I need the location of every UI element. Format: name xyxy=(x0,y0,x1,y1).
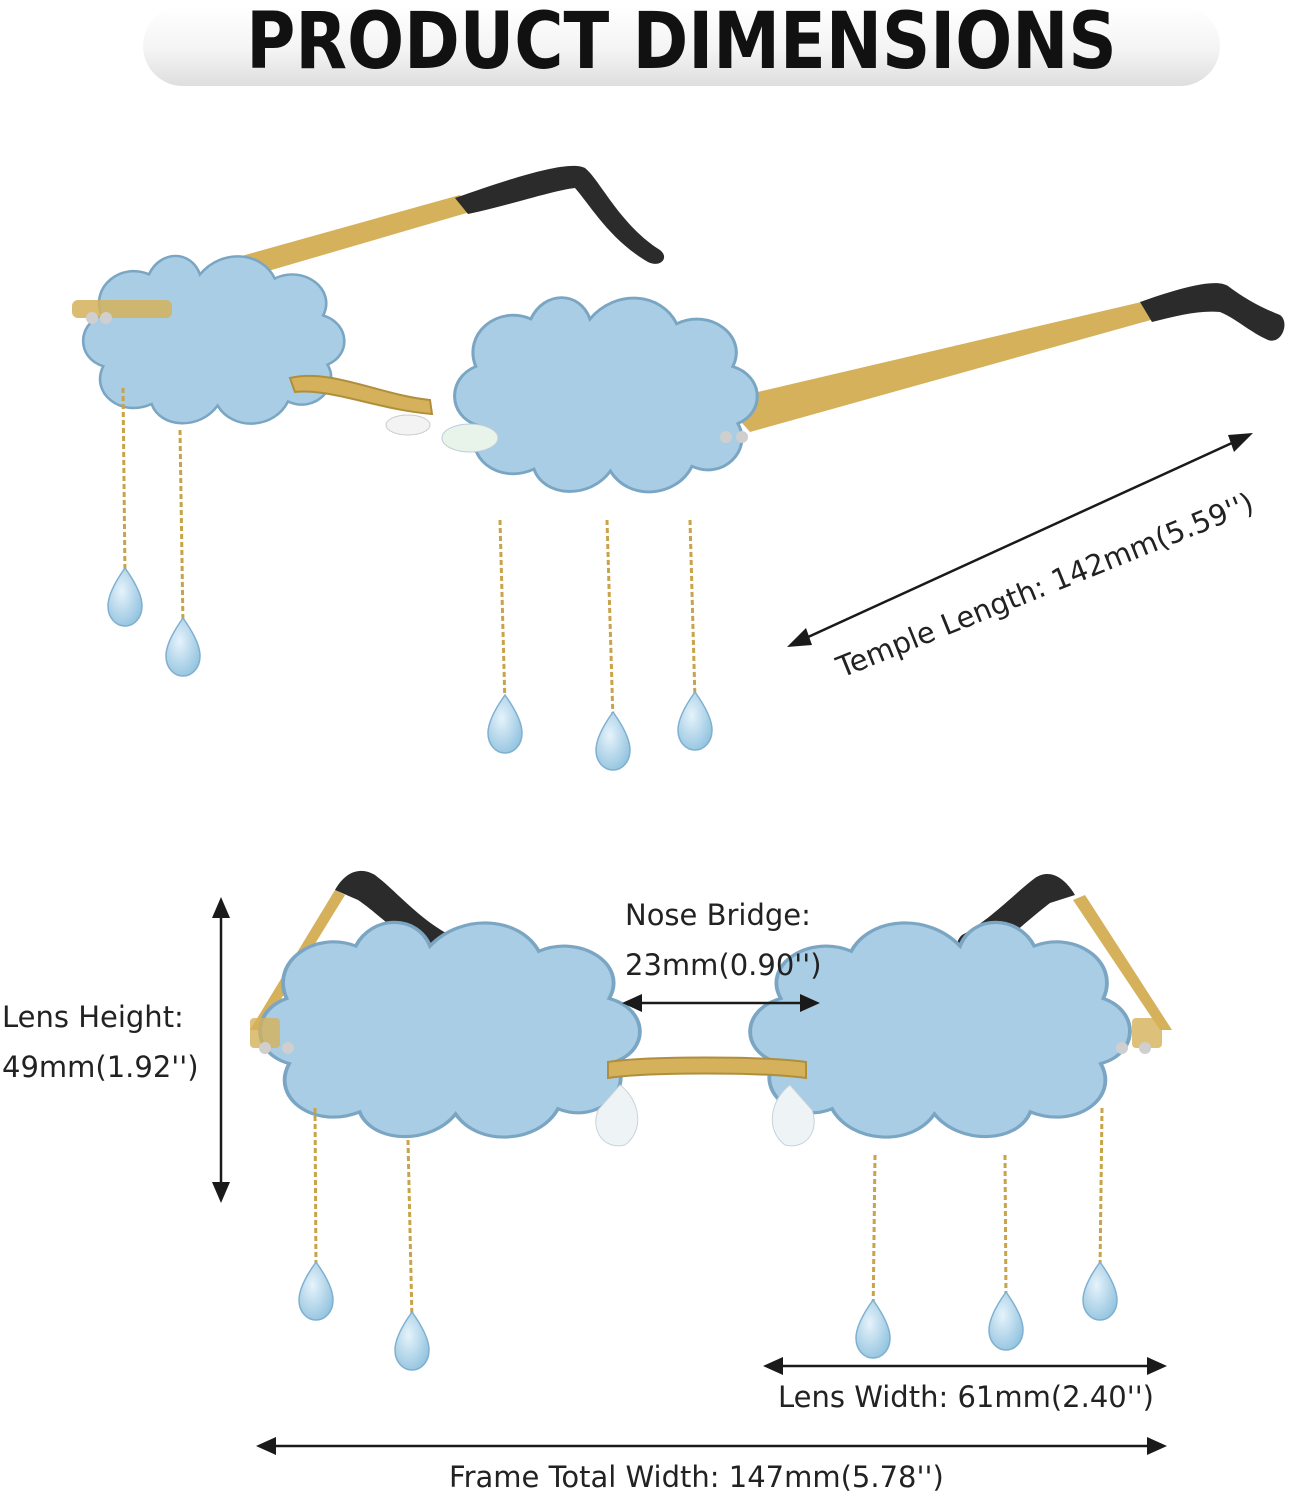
page-title: PRODUCT DIMENSIONS xyxy=(246,0,1117,87)
lens-height-arrow xyxy=(212,897,230,1203)
front-bridge xyxy=(607,1056,807,1080)
far-hinge xyxy=(72,300,172,318)
top-bridge xyxy=(288,374,434,416)
drop-gem xyxy=(107,566,143,627)
near-temple-arm xyxy=(735,300,1158,432)
right-temple-front xyxy=(1073,895,1172,1030)
near-temple-tip xyxy=(1140,283,1285,341)
frame-width-label: Frame Total Width: 147mm(5.78'') xyxy=(449,1460,944,1494)
nose-pad-left xyxy=(595,1084,639,1147)
far-temple-arm xyxy=(210,195,470,288)
drop-gem xyxy=(394,1310,430,1371)
drop-gem xyxy=(487,693,523,754)
nose-bridge-label: Nose Bridge: xyxy=(625,898,811,932)
drop-gem xyxy=(988,1290,1024,1351)
frame-width-arrow xyxy=(256,1437,1167,1455)
temple-length-arrow xyxy=(787,433,1253,647)
lens-width-label: Lens Width: 61mm(2.40'') xyxy=(778,1380,1154,1414)
top-glasses xyxy=(72,165,1285,771)
drop-gem xyxy=(298,1260,334,1321)
left-lens-front xyxy=(258,920,642,1140)
drop-gem xyxy=(677,690,713,751)
lens-width-arrow xyxy=(763,1357,1167,1375)
lens-height-label: Lens Height: xyxy=(2,1000,184,1034)
drop-gem xyxy=(165,616,201,677)
nose-bridge-value: 23mm(0.90'') xyxy=(625,948,822,982)
drop-gem xyxy=(595,710,631,771)
bottom-glasses xyxy=(250,870,1172,1371)
drop-gem xyxy=(1082,1260,1118,1321)
drop-gem xyxy=(855,1298,891,1359)
nose-bridge-arrow xyxy=(622,994,820,1012)
right-lens-top xyxy=(453,296,759,494)
far-temple-tip xyxy=(455,165,665,264)
nose-pad-right xyxy=(771,1084,815,1147)
nose-pad-top xyxy=(441,423,499,453)
title-banner xyxy=(143,6,1220,86)
lens-height-value: 49mm(1.92'') xyxy=(2,1050,199,1084)
